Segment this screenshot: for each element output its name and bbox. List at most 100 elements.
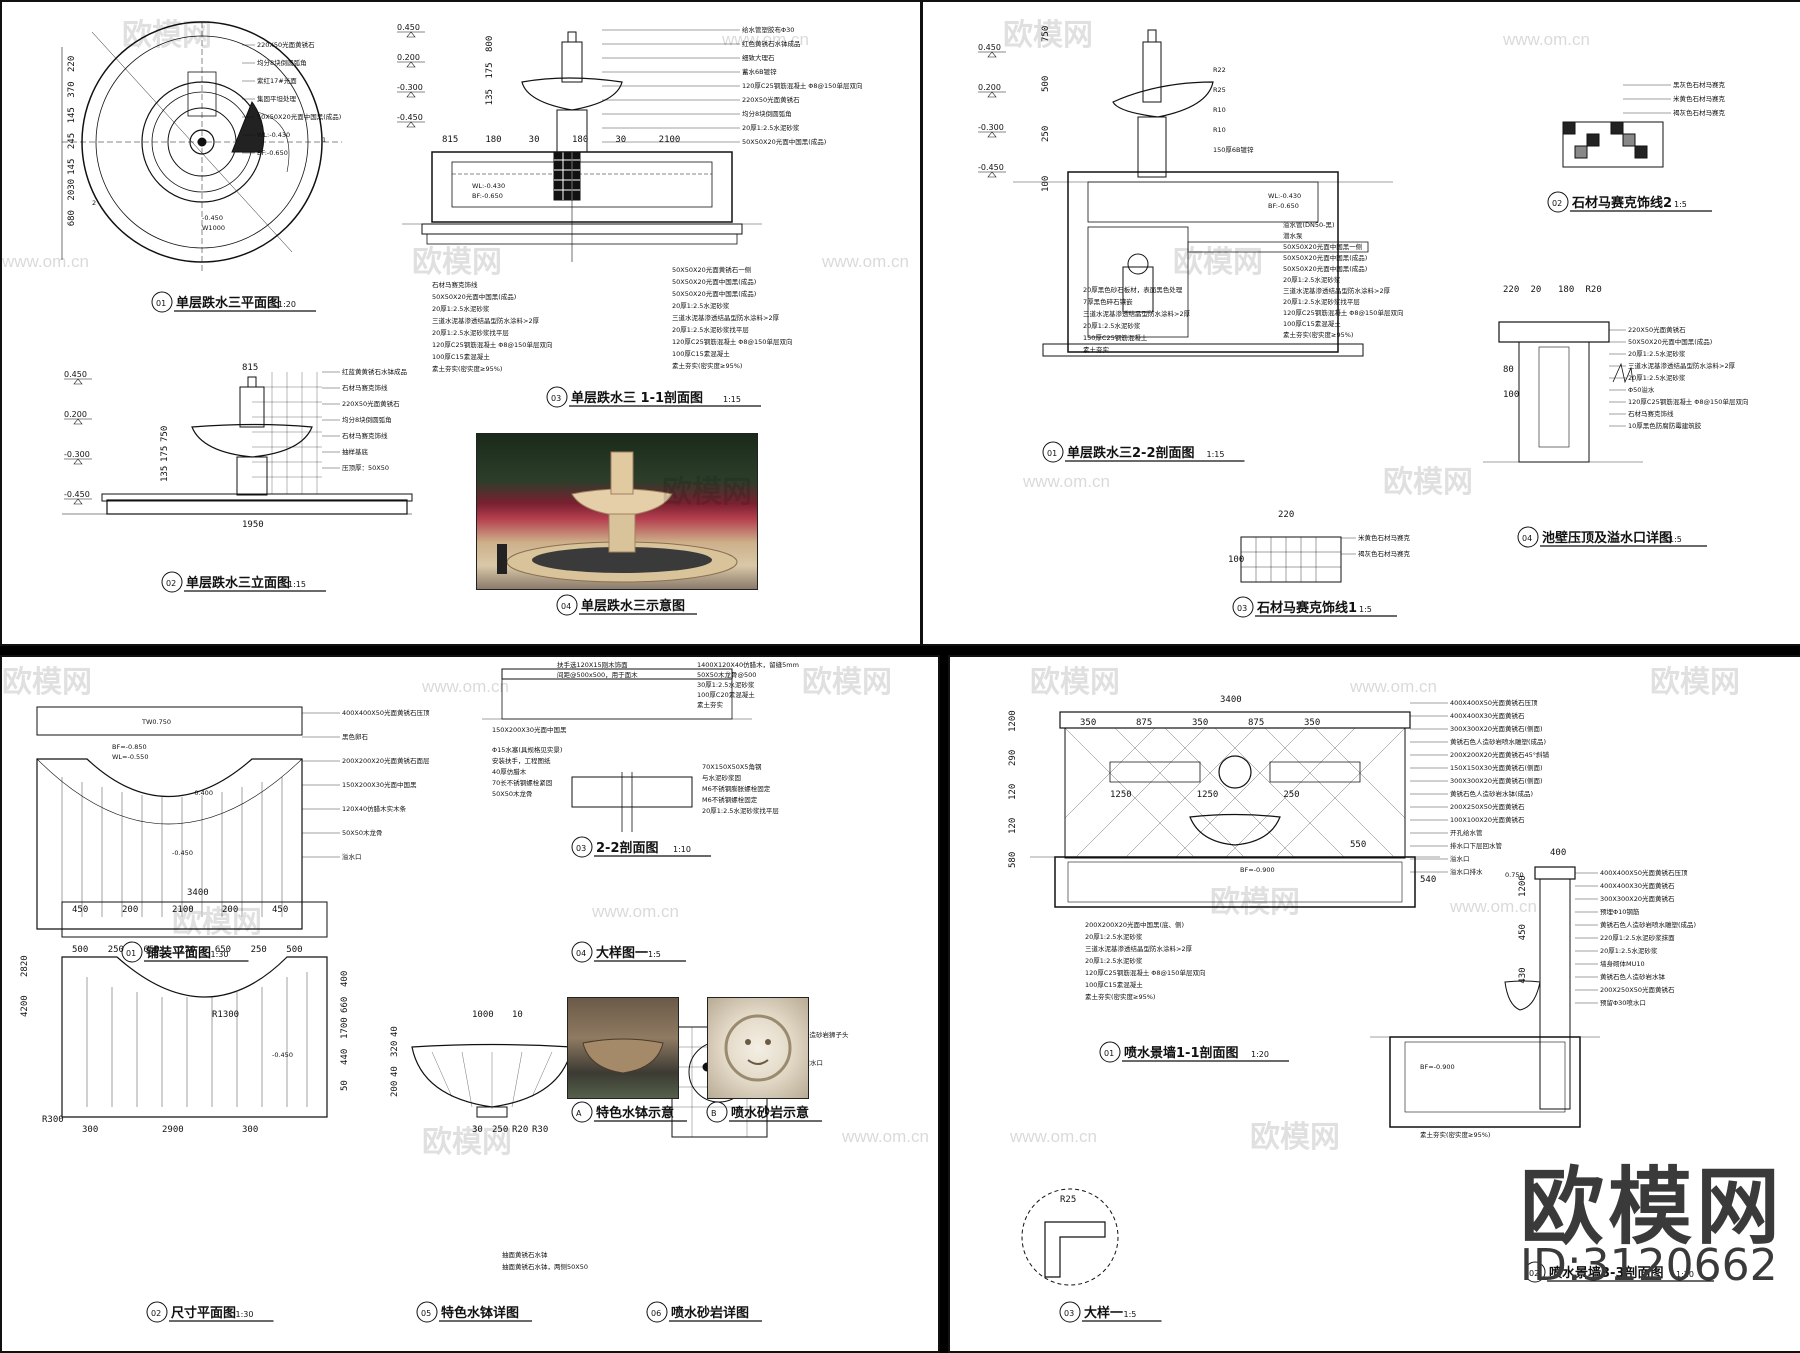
section-label: 三道水泥基渗透结晶型防水涂料>2厚 (672, 313, 780, 322)
dimension-value: 370 (67, 81, 77, 97)
level-symbol (978, 91, 1006, 98)
section-label: 扶手选120X15刚木饰面 (557, 660, 628, 669)
bottom-level: W1000 (202, 224, 225, 232)
dimension-value: 450 (272, 905, 288, 915)
lion-photo-B (707, 997, 809, 1099)
dimension-value: 245 (67, 133, 77, 149)
wall-label: 墙身砌体MU10 (1600, 959, 1645, 968)
section-label: 220X50光面黄锈石 (742, 95, 800, 104)
title-number-circle (571, 1101, 593, 1123)
plan-label: BF:-0.650 (257, 149, 288, 157)
wall-label: 20厚1:2.5水泥砂浆 (1600, 946, 1658, 955)
dimension-value: 500 (1041, 76, 1051, 92)
section-label: 100厚C15素混凝土 (432, 352, 490, 361)
section-label: 120厚C25钢筋混凝土 Φ8@150单层双向 (742, 81, 862, 90)
elevation-label: 石材马赛克饰线 (342, 383, 388, 392)
dimension-value: 145 (67, 107, 77, 123)
title-number: A (576, 1109, 582, 1118)
title-number-circle (161, 571, 183, 593)
dimension-value: 875 (1136, 718, 1152, 728)
dimension-value: 250 (1283, 790, 1299, 800)
section-label: 50X50X20光面中国黑(成品) (1283, 264, 1367, 273)
water-level: WL:-0.430 (472, 182, 505, 190)
dimension-value: 660 (340, 997, 350, 1013)
level-symbol (397, 31, 425, 38)
coping-label: 20厚1:2.5水泥砂浆 (1628, 373, 1686, 382)
section-label: 50X50X20光面中国黑(成品) (672, 277, 756, 286)
dimension-value: 400 (340, 971, 350, 987)
wall-label: 220厚1:2.5水泥砂浆抹面 (1600, 933, 1675, 942)
section-label: 120厚C25钢筋混凝土 Φ8@150单层双向 (672, 337, 792, 346)
section-label: 三道水泥基渗透结晶型防水涂料>2厚 (1083, 309, 1191, 318)
title-number: 02 (1552, 199, 1562, 208)
detail-label: M6不锈钢螺栓固定 (702, 795, 758, 804)
title-number-circle (1232, 596, 1254, 618)
drawing-scale: 1:10 (673, 845, 691, 854)
brand-logo: 欧模网 (1520, 1158, 1785, 1256)
dimension-value: 180 (572, 135, 588, 145)
drawing-title: 尺寸平面图 (171, 1305, 236, 1321)
section-label: 50X50X20光面中国黑一侧 (1283, 242, 1362, 251)
dimension-value: R20 (1586, 285, 1602, 295)
wall-label: 20厚1:2.5水泥砂浆 (1085, 932, 1143, 941)
dimension-value: 30 (472, 1125, 483, 1135)
title-number-circle (1524, 1261, 1546, 1283)
dimension-value: R30 (532, 1125, 548, 1135)
dimension-value: 350 (1192, 718, 1208, 728)
drawing-title: 大样一 (1084, 1305, 1123, 1321)
coping-label: 石材马赛克饰线 (1628, 409, 1674, 418)
drawing-title: 单层跌水三平面图 (176, 295, 280, 311)
title-number-circle (1042, 441, 1064, 463)
level-symbol (64, 498, 92, 505)
wall-label: 素土夯实(密实度≥95%) (1085, 992, 1155, 1001)
section-label: 1400X120X40仿腊木，留缝5mm (697, 660, 799, 669)
section-label: 蓄水6B镀锌 (742, 67, 777, 76)
title-number: 03 (551, 394, 561, 403)
drawing-title: 2-2剖面图 (596, 840, 659, 856)
coping-label: 220X50光面黄锈石 (1628, 325, 1686, 334)
section-label: 20厚1:2.5水泥砂浆 (1283, 275, 1341, 284)
title-number: 01 (1104, 1049, 1114, 1058)
detail-label: 70X150X50X5角钢 (702, 762, 762, 771)
level-mark: BF=-0.900 (1240, 866, 1275, 874)
drawing-title: 单层跌水三示意图 (581, 598, 685, 614)
dimension-value: 30 (529, 135, 540, 145)
dimension-value: 20 (1531, 285, 1542, 295)
model-id: ID:3120662 (1520, 1240, 1778, 1291)
section-label: 150厚6B镀锌 (1213, 145, 1254, 154)
mosaic-label: 褐灰色石材马赛克 (1673, 108, 1726, 117)
section-label: 50X50X20光面黄锈石一侧 (672, 265, 751, 274)
level-symbol (978, 51, 1006, 58)
dimension-value: 300 (82, 1125, 98, 1135)
wall-label: 400X400X50光面黄锈石压顶 (1600, 868, 1688, 877)
level-mark: -0.450 (64, 490, 90, 499)
dimension-value: 200 (222, 905, 238, 915)
dimension-value: R1300 (212, 1010, 239, 1020)
level-mark: WL=-0.550 (112, 753, 148, 761)
elevation-label: 红蓝黄黄锈石水钵成品 (342, 367, 407, 376)
radius-mark: 1 (322, 136, 326, 144)
section-label: R25 (1213, 86, 1226, 94)
dimension-value: 180 (485, 135, 501, 145)
section-label: 素土夯实(密实度≥95%) (672, 361, 742, 370)
dimension-value: 1250 (1110, 790, 1132, 800)
drawing-scale: 1:5 (1674, 200, 1687, 209)
wall-label: 300X300X20光面黄锈石(侧面) (1450, 724, 1543, 733)
wall-label: 300X300X20光面黄锈石 (1600, 894, 1675, 903)
detail-one-03 (1021, 1188, 1119, 1286)
elevation-label: 抽样基底 (342, 447, 369, 456)
wall-label: 150X150X30光面黄锈石(侧面) (1450, 763, 1543, 772)
dimension-value: 350 (1080, 718, 1096, 728)
section-label: 20厚1:2.5水泥砂浆 (432, 304, 490, 313)
title-number: 02 (166, 579, 176, 588)
dimension-value: 4200 (20, 995, 30, 1017)
title-number: 01 (1047, 449, 1057, 458)
wall-label: 溢水口排水 (1450, 867, 1483, 876)
title-number: 04 (1522, 534, 1532, 543)
section-label: 150X200X30光面中国黑 (492, 725, 567, 734)
section-label: 石材马赛克饰线 (432, 280, 478, 289)
section-label: 均分8块倒圆弧角 (742, 109, 792, 118)
drawing-scale: 1:20 (1251, 1050, 1269, 1059)
dimension-value: 3400 (187, 888, 209, 898)
dimension-value: 3400 (1220, 695, 1242, 705)
